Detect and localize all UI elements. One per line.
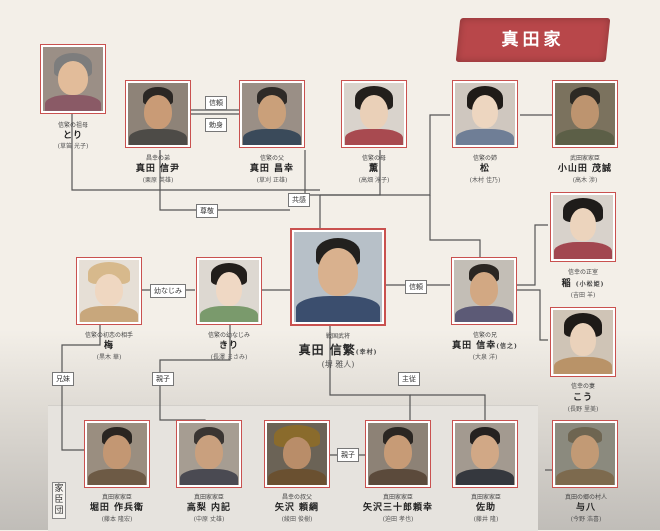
actor-ume: (黒木 華) <box>96 354 122 361</box>
line-ume-hotta <box>61 325 101 451</box>
relation-tag-shinrai: 信頼 <box>205 96 227 110</box>
role-nobuyuki: 信繁の兄 <box>472 332 497 339</box>
role-yazawa-saburo: 真田家家臣 <box>382 494 413 501</box>
line-respect <box>159 150 290 211</box>
name-nobushige-text: 真田 信繁 <box>298 343 356 357</box>
actor-nobutada: (栗原 英雄) <box>142 177 174 184</box>
line-tori <box>71 113 320 191</box>
portrait-yazawa-saburo <box>365 420 431 488</box>
role-masayuki: 信繁の父 <box>259 155 284 162</box>
role-kaoru: 信繁の母 <box>361 155 386 162</box>
name-oyamada: 小山田 茂誠 <box>557 164 613 174</box>
name-kaoru: 薫 <box>368 164 379 174</box>
actor-tori: (草笛 光子) <box>57 143 89 150</box>
name-hotta: 堀田 作兵衛 <box>89 503 145 513</box>
portrait-ume <box>76 257 142 325</box>
relation-tag-kyokan: 共感 <box>288 193 310 207</box>
portrait-sasuke <box>452 420 518 488</box>
relation-tag-shutsuji: 主従 <box>398 372 420 386</box>
role-nobushige: 戦国武将 <box>325 333 350 340</box>
name-yazawa-saburo: 矢沢三十郎頼幸 <box>362 503 433 513</box>
name-sasuke: 佐助 <box>475 503 496 513</box>
actor-sasuke: (藤井 隆) <box>473 516 499 523</box>
name-kiri: きり <box>218 341 239 351</box>
relation-tag-osananajimi: 幼なじみ <box>150 284 186 298</box>
relation-tag-sonkei: 尊敬 <box>196 204 218 218</box>
name-matsu: 松 <box>479 164 490 174</box>
name-ina-text: 稲 <box>561 279 572 289</box>
name-ume: 梅 <box>103 341 114 351</box>
actor-kaoru: (高畑 淳子) <box>358 177 390 184</box>
actor-ina: (吉田 羊) <box>570 292 596 299</box>
portrait-kiri <box>196 257 262 325</box>
portrait-yazawa-yoritsuna <box>264 420 330 488</box>
name-nobushige: 真田 信繁(幸村) <box>282 341 394 358</box>
name-yosaku: 与八 <box>575 503 596 513</box>
portrait-masayuki <box>239 80 305 148</box>
relation-tag-oyako-bottom: 親子 <box>337 448 359 462</box>
line-nobushige-retainers <box>329 325 411 420</box>
role-hotta: 真田家家臣 <box>101 494 132 501</box>
line-nobuyuki-kou <box>515 289 548 341</box>
portrait-kou <box>550 307 616 377</box>
name-takanashi: 高梨 内記 <box>186 503 232 513</box>
name-nobuyuki-text: 真田 信幸 <box>452 341 497 351</box>
role-takanashi: 真田家家臣 <box>193 494 224 501</box>
actor-yazawa-yoritsuna: (綾田 俊樹) <box>281 516 313 523</box>
role-tori: 信繁の祖母 <box>57 122 88 129</box>
portrait-kaoru <box>341 80 407 148</box>
actor-kou: (長野 里美) <box>567 406 599 413</box>
kashindan-label: 家臣団 <box>52 482 66 519</box>
actor-yosaku: (今野 浩喜) <box>570 516 602 523</box>
relation-tag-chokuto: 勅身 <box>205 118 227 132</box>
actor-yazawa-saburo: (迫田 孝也) <box>382 516 414 523</box>
portrait-nobuyuki <box>451 257 517 325</box>
role-kiri: 信繁の幼なじみ <box>207 332 250 339</box>
portrait-ina <box>550 192 616 262</box>
role-kou: 信幸の妻 <box>570 383 595 390</box>
role-matsu: 信繁の姉 <box>472 155 497 162</box>
name-nobuyuki: 真田 信幸(信之) <box>444 338 526 351</box>
role-ume: 信繁の初恋の相手 <box>84 332 133 339</box>
portrait-hotta <box>84 420 150 488</box>
role-ina: 信幸の正室 <box>567 269 598 276</box>
line-nobuyuki-ina <box>515 224 548 286</box>
portrait-nobutada <box>125 80 191 148</box>
portrait-takanashi <box>176 420 242 488</box>
role-yosaku: 真田の郷の村人 <box>564 494 607 501</box>
name-ina-sub: (小松姫) <box>575 281 605 288</box>
role-yazawa-yoritsuna: 昌幸の叔父 <box>281 494 312 501</box>
actor-hotta: (藤本 隆宏) <box>101 516 133 523</box>
role-nobutada: 昌幸の弟 <box>145 155 170 162</box>
name-masayuki: 真田 昌幸 <box>249 164 295 174</box>
actor-takanashi: (中原 丈雄) <box>193 516 225 523</box>
relation-tag-shinrai-brothers: 信頼 <box>405 280 427 294</box>
portrait-oyamada <box>552 80 618 148</box>
actor-nobushige: (堺 雅人) <box>321 360 355 369</box>
actor-oyamada: (高木 渉) <box>572 177 598 184</box>
actor-nobuyuki: (大泉 洋) <box>472 354 498 361</box>
role-oyamada: 武田家家臣 <box>569 155 600 162</box>
portrait-nobushige <box>290 228 386 326</box>
name-tori: とり <box>62 131 83 141</box>
portrait-matsu <box>452 80 518 148</box>
actor-kiri: (長澤 まさみ) <box>210 354 248 361</box>
line-to-nobuyuki <box>429 195 481 258</box>
relation-tag-kyodai: 兄妹 <box>52 372 74 386</box>
line-to-matsu <box>320 114 450 196</box>
portrait-yosaku <box>552 420 618 488</box>
name-yazawa-yoritsuna: 矢沢 頼綱 <box>274 503 320 513</box>
name-nobutada: 真田 信尹 <box>135 164 181 174</box>
name-kou: こう <box>572 393 593 403</box>
portrait-tori <box>40 44 106 114</box>
role-sasuke: 真田家家臣 <box>470 494 501 501</box>
actor-masayuki: (草刈 正雄) <box>256 177 288 184</box>
name-nobuyuki-suffix: (信之) <box>496 343 518 350</box>
name-ina: 稲 (小松姫) <box>543 276 623 289</box>
name-nobushige-suffix: (幸村) <box>355 349 378 356</box>
actor-matsu: (木村 佳乃) <box>469 177 501 184</box>
relation-tag-oyako-left: 親子 <box>152 372 174 386</box>
